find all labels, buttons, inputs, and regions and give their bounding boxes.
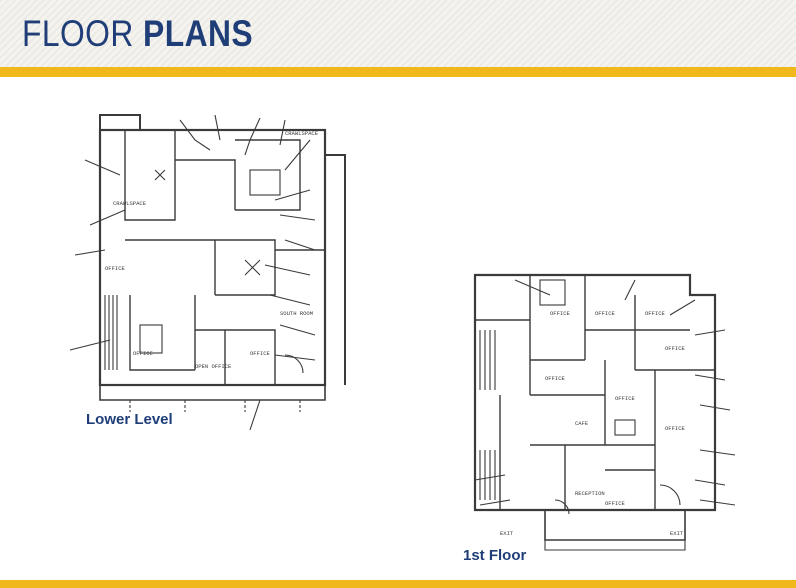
svg-text:OFFICE: OFFICE (545, 375, 566, 382)
svg-text:EXIT: EXIT (500, 530, 514, 537)
svg-text:OFFICE: OFFICE (615, 395, 636, 402)
lower-level-label: Lower Level (86, 411, 173, 428)
page-title: FLOOR PLANS (22, 13, 253, 55)
first-floor-drawing: OFFICE OFFICE OFFICE OFFICE OFFICE OFFIC… (473, 273, 736, 551)
page-title-light: FLOOR (22, 13, 134, 54)
header-bar: FLOOR PLANS (0, 0, 796, 67)
svg-text:RECEPTION: RECEPTION (575, 490, 605, 497)
svg-text:OFFICE: OFFICE (105, 265, 126, 272)
svg-text:OFFICE: OFFICE (645, 310, 666, 317)
page-title-bold: PLANS (143, 13, 254, 54)
lower-level-drawing: OFFICE OFFICE OPEN OFFICE OFFICE SOUTH R… (69, 114, 346, 431)
svg-text:OFFICE: OFFICE (665, 425, 686, 432)
svg-text:OFFICE: OFFICE (250, 350, 271, 357)
lower-level-floor-plan: OFFICE OFFICE OPEN OFFICE OFFICE SOUTH R… (45, 100, 375, 480)
svg-text:OFFICE: OFFICE (595, 310, 616, 317)
svg-text:OPEN OFFICE: OPEN OFFICE (195, 363, 232, 370)
svg-text:OFFICE: OFFICE (550, 310, 571, 317)
footer-accent-band (0, 580, 796, 588)
svg-text:CAFE: CAFE (575, 420, 589, 427)
svg-text:OFFICE: OFFICE (133, 350, 154, 357)
first-floor-label: 1st Floor (463, 547, 527, 564)
svg-text:SOUTH ROOM: SOUTH ROOM (280, 310, 313, 317)
svg-text:OFFICE: OFFICE (665, 345, 686, 352)
header-accent-band (0, 67, 796, 77)
first-floor-floor-plan: OFFICE OFFICE OFFICE OFFICE OFFICE OFFIC… (455, 270, 755, 560)
svg-text:OFFICE: OFFICE (605, 500, 626, 507)
svg-text:CRAWLSPACE: CRAWLSPACE (113, 200, 147, 207)
svg-text:CRAWLSPACE: CRAWLSPACE (285, 130, 319, 137)
svg-text:EXIT: EXIT (670, 530, 684, 537)
